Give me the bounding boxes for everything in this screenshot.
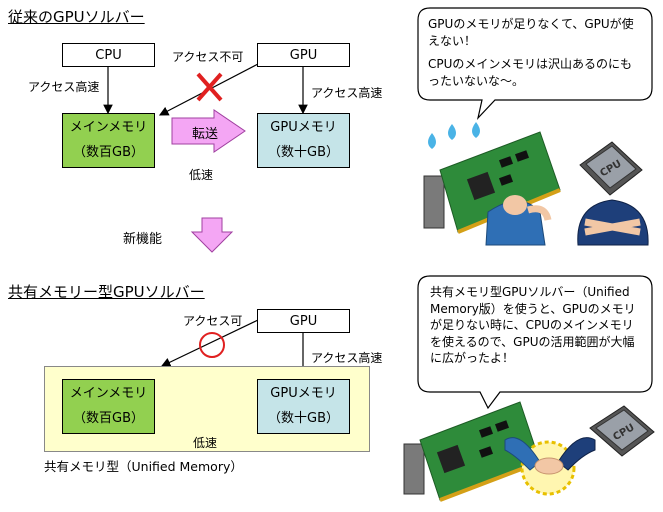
allowed-circle-icon bbox=[199, 332, 225, 358]
gpu-memory-box-bottom: GPUメモリ （数十GB） bbox=[257, 379, 350, 434]
access-denied-label: アクセス不可 bbox=[172, 50, 244, 64]
sweating-person-icon bbox=[428, 122, 552, 246]
gpu-memory-size-bottom: （数十GB） bbox=[268, 410, 339, 426]
gpu-to-mainmem-allowed-arrow bbox=[160, 319, 259, 367]
cpu-chip-character-icon: CPU bbox=[577, 141, 649, 246]
top-bubble-text: GPUのメモリが足りなくて、GPUが使えない！ CPUのメインメモリは沢山あるの… bbox=[428, 16, 644, 90]
access-fast-label-left: アクセス高速 bbox=[28, 80, 100, 94]
transfer-arrow bbox=[171, 109, 246, 153]
gpu-box-top: GPU bbox=[257, 43, 350, 67]
gpu-board-illustration-bottom bbox=[403, 401, 541, 502]
gpu-box-bottom: GPU bbox=[257, 309, 350, 333]
top-section-title: 従来のGPUソルバー bbox=[8, 8, 145, 26]
shared-memory-caption: 共有メモリ型（Unified Memory） bbox=[44, 459, 243, 474]
gpu-board-illustration-top bbox=[423, 131, 561, 234]
top-bubble-line2: CPUのメインメモリは沢山あるのにもったいないな〜。 bbox=[428, 57, 633, 88]
speech-bubble-top bbox=[417, 7, 653, 120]
new-feature-down-arrow bbox=[190, 217, 234, 253]
handshake-icon bbox=[504, 437, 596, 496]
access-fast-label-bottom: アクセス高速 bbox=[311, 351, 383, 365]
top-bubble-line1: GPUのメモリが足りなくて、GPUが使えない！ bbox=[428, 17, 634, 48]
main-memory-size: （数百GB） bbox=[73, 144, 144, 160]
main-memory-name-bottom: メインメモリ bbox=[69, 385, 148, 401]
access-fast-label-right: アクセス高速 bbox=[311, 86, 383, 100]
gpu-memory-box-top: GPUメモリ （数十GB） bbox=[257, 113, 350, 168]
cpu-chip-bottom-icon: CPU bbox=[589, 405, 655, 457]
access-ok-label: アクセス可 bbox=[183, 314, 243, 328]
gpu-memory-size: （数十GB） bbox=[268, 144, 339, 160]
main-memory-box-bottom: メインメモリ （数百GB） bbox=[62, 379, 155, 434]
main-memory-name: メインメモリ bbox=[69, 119, 148, 135]
gpu-memory-name-bottom: GPUメモリ bbox=[270, 385, 337, 401]
slow-label-bottom: 低速 bbox=[193, 436, 218, 450]
cpu-box-top: CPU bbox=[62, 43, 155, 67]
bottom-section-title: 共有メモリー型GPUソルバー bbox=[8, 283, 205, 301]
transfer-label: 転送 bbox=[192, 127, 219, 142]
bottom-bubble-text: 共有メモリ型GPUソルバー（Unified Memory版）を使うと、GPUのメ… bbox=[430, 285, 636, 365]
speech-bubble-bottom bbox=[417, 275, 653, 410]
new-feature-label: 新機能 bbox=[123, 232, 163, 247]
main-memory-size-bottom: （数百GB） bbox=[73, 410, 144, 426]
slow-label-top: 低速 bbox=[189, 168, 214, 182]
main-memory-box-top: メインメモリ （数百GB） bbox=[62, 113, 155, 168]
gpu-memory-name: GPUメモリ bbox=[270, 119, 337, 135]
denied-cross-icon bbox=[196, 72, 223, 102]
